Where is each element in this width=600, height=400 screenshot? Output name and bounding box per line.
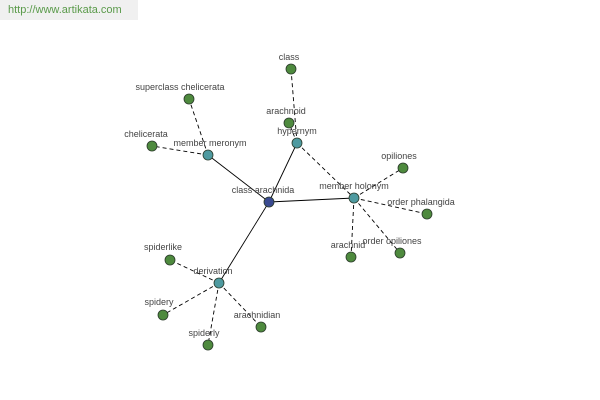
node-arachnoid[interactable] [283,117,295,129]
node-spidery[interactable] [157,309,169,321]
node-order-phalangida[interactable] [421,208,433,220]
node-label-spiderlike: spiderlike [144,242,182,252]
edge-meronym-superclass [188,98,209,156]
node-class[interactable] [285,63,297,75]
node-spiderly[interactable] [202,339,214,351]
node-order-opiliones[interactable] [394,247,406,259]
node-label-order-opiliones: order opiliones [362,236,422,246]
node-label-arachnid: arachnid [331,240,366,250]
edge-derivation-spidery [162,282,220,316]
graph-nodes [146,63,433,351]
edge-meronym-chelicerata [151,145,209,156]
source-link[interactable]: http://www.artikata.com [8,4,122,16]
edge-holonym-order_phalangida [353,197,428,215]
edge-holonym-arachnid [350,197,355,258]
source-banner: http://www.artikata.com [0,0,138,20]
edge-derivation-spiderly [207,282,220,346]
node-label-superclass: superclass chelicerata [135,82,224,92]
node-spiderlike[interactable] [164,254,176,266]
node-label-arachnoid: arachnoid [266,106,306,116]
node-meronym[interactable] [202,149,214,161]
edge-hypernym-holonym [296,142,355,199]
node-label-opiliones: opiliones [381,151,417,161]
node-label-class: class [279,52,300,62]
node-center[interactable] [263,196,275,208]
node-chelicerata[interactable] [146,140,158,152]
edge-center-derivation [218,201,270,284]
node-label-order-phalangida: order phalangida [387,197,455,207]
node-label-center: class arachnida [232,185,295,195]
node-label-arachnidian: arachnidian [234,310,281,320]
node-arachnidian[interactable] [255,321,267,333]
edge-center-meronym [207,154,270,203]
edge-center-hypernym [268,142,298,203]
graph-labels: class arachnida member meronym hypernym mem… [124,52,455,338]
node-label-chelicerata: chelicerata [124,129,168,139]
node-holonym[interactable] [348,192,360,204]
node-arachnid[interactable] [345,251,357,263]
edge-derivation-spiderlike [169,259,220,284]
node-label-spiderly: spiderly [188,328,220,338]
node-hypernym[interactable] [291,137,303,149]
node-label-meronym: member meronym [173,138,246,148]
edge-holonym-opiliones [353,167,404,199]
edge-hypernym-class [290,68,298,144]
node-label-hypernym: hypernym [277,126,317,136]
node-superclass[interactable] [183,93,195,105]
node-derivation[interactable] [213,277,225,289]
node-opiliones[interactable] [397,162,409,174]
edge-center-holonym [268,197,355,203]
edge-derivation-arachnidian [218,282,262,328]
node-label-derivation: derivation [193,266,232,276]
node-label-holonym: member holonym [319,181,389,191]
node-label-spidery: spidery [144,297,174,307]
edge-holonym-order_opiliones [353,197,401,254]
